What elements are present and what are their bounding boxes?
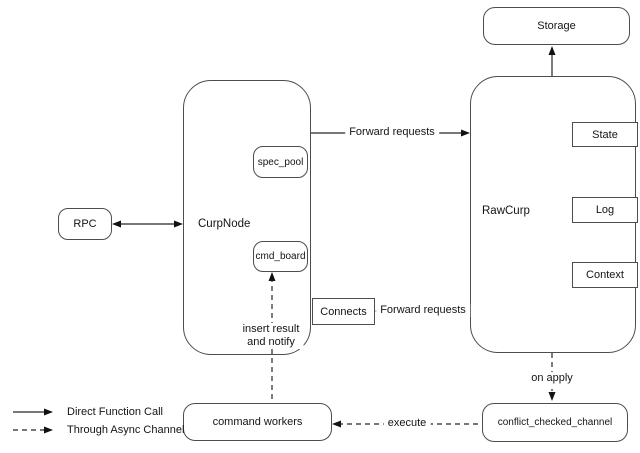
node-spec-pool-label: spec_pool — [257, 156, 304, 168]
node-state-label: State — [592, 128, 618, 141]
node-state: State — [572, 122, 638, 147]
edge-label-on-apply: on apply — [527, 372, 577, 385]
arrow-conflict-channel-command-workers — [332, 420, 478, 428]
edge-label-forward-requests-top: Forward requests — [345, 126, 439, 139]
node-cmd-board: cmd_board — [253, 241, 308, 272]
legend-async-label: Through Async Channel — [67, 424, 185, 436]
node-curpnode: CurpNode — [183, 80, 311, 355]
edge-label-insert-result: insert result — [242, 323, 300, 335]
arrow-rpc-curpnode — [112, 220, 183, 228]
edge-label-insert-result-and-notify: insert result and notify — [238, 323, 304, 349]
legend-direct-label: Direct Function Call — [67, 406, 163, 418]
node-rawcurp-label: RawCurp — [482, 205, 530, 217]
node-context: Context — [572, 262, 638, 288]
node-storage-label: Storage — [537, 20, 576, 32]
node-spec-pool: spec_pool — [253, 146, 308, 178]
node-log: Log — [572, 197, 638, 223]
node-connects-label: Connects — [320, 305, 367, 318]
node-rpc: RPC — [58, 208, 112, 240]
node-command-workers-label: command workers — [212, 416, 303, 428]
edge-label-forward-requests-bottom: Forward requests — [376, 304, 470, 317]
node-connects: Connects — [312, 298, 375, 325]
node-curpnode-label: CurpNode — [198, 218, 251, 230]
node-cmd-board-label: cmd_board — [255, 251, 306, 262]
node-storage: Storage — [483, 7, 630, 45]
legend-async-arrow — [13, 426, 53, 434]
edge-label-execute: execute — [383, 417, 431, 430]
legend-direct-arrow — [13, 408, 53, 416]
edge-label-and-notify: and notify — [247, 336, 295, 348]
node-conflict-checked-channel-label: conflict_checked_channel — [497, 417, 613, 428]
node-rpc-label: RPC — [73, 218, 97, 230]
node-conflict-checked-channel: conflict_checked_channel — [482, 403, 628, 442]
node-command-workers: command workers — [183, 403, 332, 441]
node-context-label: Context — [586, 269, 624, 281]
node-log-label: Log — [595, 204, 615, 216]
arrow-rawcurp-storage — [548, 46, 556, 76]
